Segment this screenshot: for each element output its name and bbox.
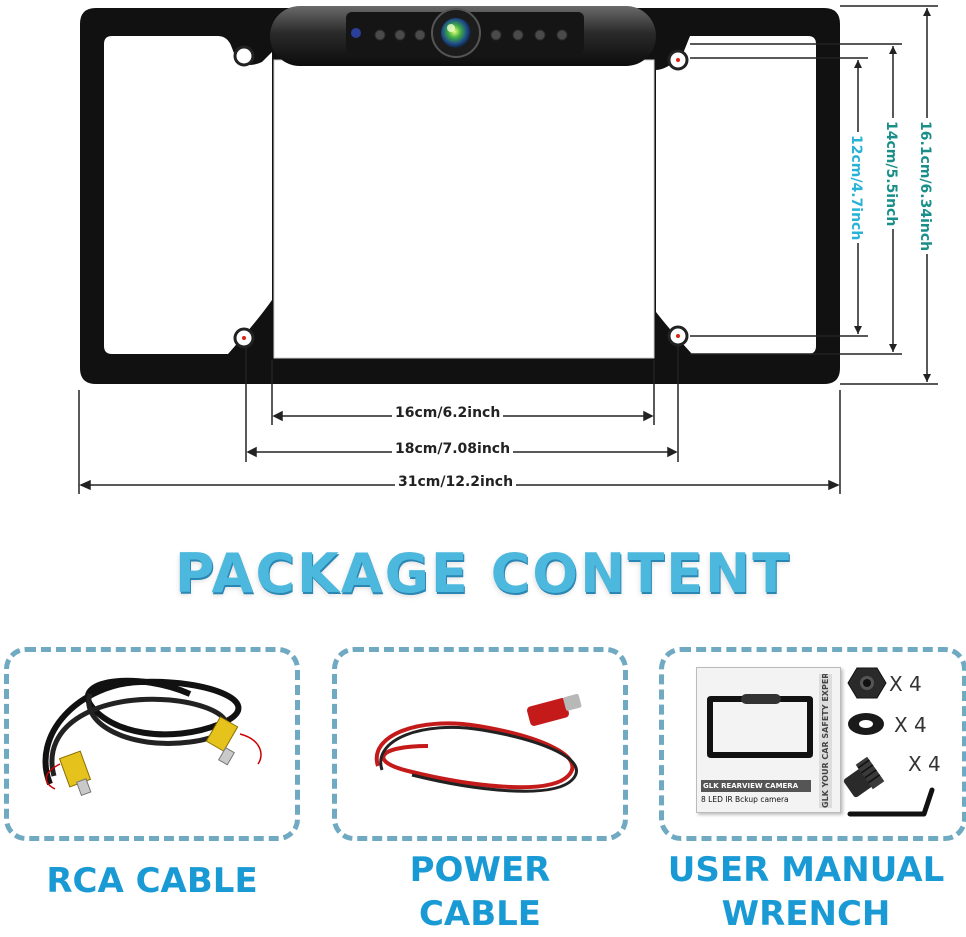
hole-height-label: 14cm/5.5inch xyxy=(883,118,899,230)
wrench-icon xyxy=(847,787,935,817)
rca-cable-caption-line-1: RCA CABLE xyxy=(46,861,258,901)
manual-plate-illustration xyxy=(707,694,813,758)
mounting-holes xyxy=(233,45,689,349)
nut-quantity: X 4 xyxy=(889,672,922,696)
vertical-dimension-lines xyxy=(690,5,938,385)
license-plate-frame-illustration xyxy=(78,5,938,494)
manual-wrench-caption-line-2: WRENCH xyxy=(721,894,891,934)
bolt-icon xyxy=(843,756,885,798)
rca-plug-right xyxy=(205,716,262,766)
rca-cable-image xyxy=(42,677,262,797)
washer-icon xyxy=(848,713,884,735)
power-cable-image xyxy=(374,693,582,793)
package-content-heading: PACKAGE CONTENT xyxy=(174,542,792,605)
rca-plug-left xyxy=(45,750,92,797)
total-width-label: 31cm/12.2inch xyxy=(395,474,517,490)
camera-bar xyxy=(270,6,656,66)
bolt-quantity: X 4 xyxy=(908,752,941,776)
manual-title: GLK REARVIEW CAMERA xyxy=(701,780,811,792)
hex-nut-icon xyxy=(847,667,887,699)
power-cable-caption-line-2: CABLE xyxy=(418,894,542,934)
manual-subtitle: 8 LED IR Bckup camera xyxy=(701,795,789,804)
power-cable-caption-line-1: POWER xyxy=(409,850,551,890)
manual-side-text: GLK YOUR CAR SAFETY EXPERT xyxy=(819,674,832,808)
rca-cable-caption: RCA CABLE xyxy=(4,859,300,903)
power-plug xyxy=(526,693,582,726)
hole-width-label: 18cm/7.08inch xyxy=(392,441,514,457)
washer-quantity: X 4 xyxy=(894,713,927,737)
power-cable-caption: POWER CABLE xyxy=(332,848,628,936)
user-manual: GLK REARVIEW CAMERA 8 LED IR Bckup camer… xyxy=(696,667,841,813)
manual-wrench-caption-line-1: USER MANUAL xyxy=(667,850,945,890)
plate-frame xyxy=(80,8,840,384)
inner-height-label: 12cm/4.7inch xyxy=(848,132,864,244)
inner-width-label: 16cm/6.2inch xyxy=(392,405,504,421)
manual-wrench-caption: USER MANUAL WRENCH xyxy=(648,848,964,936)
total-height-label: 16.1cm/6.34inch xyxy=(917,118,933,255)
